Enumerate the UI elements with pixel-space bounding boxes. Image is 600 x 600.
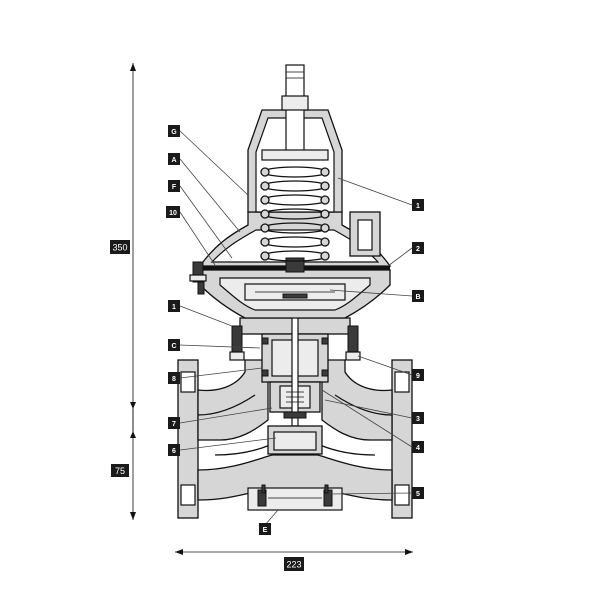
callout-3-text: 3 <box>416 416 420 423</box>
dimension-223-text: 223 <box>286 560 301 570</box>
callout-6-text: 6 <box>172 448 176 455</box>
dimension-75-tag: 75 <box>111 464 129 477</box>
callout-2: 2 <box>412 242 424 254</box>
spring-coils <box>260 166 330 262</box>
callout-E-text: E <box>263 527 268 534</box>
callout-1-left-text: 1 <box>172 304 176 311</box>
callout-3: 3 <box>412 412 424 424</box>
callout-1-left: 1 <box>168 300 180 312</box>
callout-5-text: 5 <box>416 491 420 498</box>
callout-B: B <box>412 290 424 302</box>
callout-B-text: B <box>415 294 420 301</box>
valve-trim <box>229 315 361 455</box>
callout-6: 6 <box>168 444 180 456</box>
diaphragm-housing <box>189 211 392 319</box>
dimension-350-text: 350 <box>112 243 127 253</box>
callout-9-text: 9 <box>416 373 420 380</box>
callout-8: 8 <box>168 372 180 384</box>
callout-E: E <box>259 523 271 535</box>
dimension-75-text: 75 <box>115 466 125 476</box>
callout-G: G <box>168 125 180 137</box>
callout-10-text: 10 <box>169 210 177 217</box>
spring-bonnet <box>247 64 343 262</box>
leader-lines <box>179 130 413 526</box>
callout-9: 9 <box>412 369 424 381</box>
callout-5: 5 <box>412 487 424 499</box>
callout-F-text: F <box>172 184 177 191</box>
callout-G-text: G <box>171 129 177 136</box>
callout-C-text: C <box>171 343 176 350</box>
callout-1-right: 1 <box>412 199 424 211</box>
callout-A-text: A <box>171 157 176 164</box>
callout-2-text: 2 <box>416 246 420 253</box>
callout-1-right-text: 1 <box>416 203 420 210</box>
dimension-350-tag: 350 <box>110 240 130 254</box>
callout-4-text: 4 <box>416 445 420 452</box>
callout-10: 10 <box>166 206 180 218</box>
valve-body <box>177 359 413 519</box>
callout-F: F <box>168 180 180 192</box>
callout-7-text: 7 <box>172 421 176 428</box>
dimension-lines <box>130 63 413 555</box>
callout-4: 4 <box>412 441 424 453</box>
callout-7: 7 <box>168 417 180 429</box>
callout-8-text: 8 <box>172 376 176 383</box>
callout-C: C <box>168 339 180 351</box>
dimension-223-tag: 223 <box>284 557 304 571</box>
callout-A: A <box>168 153 180 165</box>
